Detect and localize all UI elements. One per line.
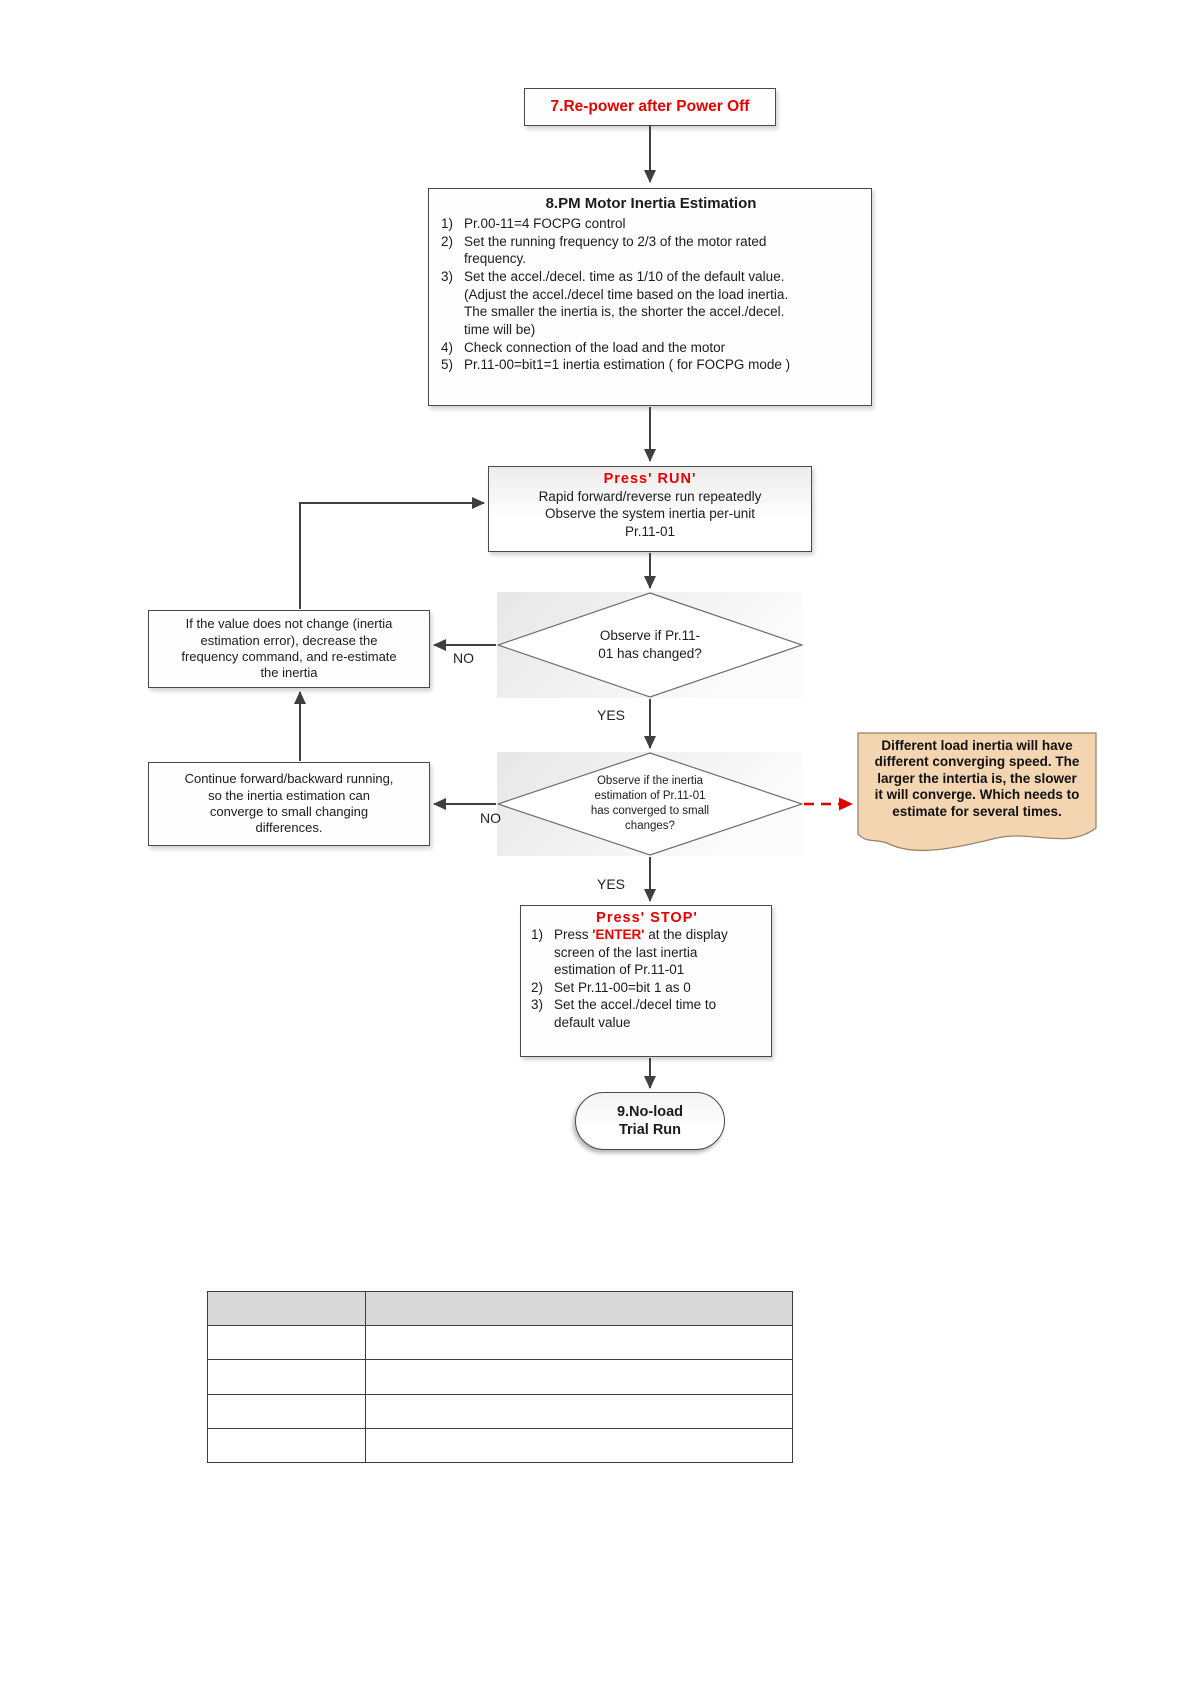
step7-repower-box: 7.Re-power after Power Off [524, 88, 776, 126]
decision-inertia-converged: Observe if the inertia estimation of Pr.… [497, 752, 803, 856]
decision-pr1101-changed: Observe if Pr.11- 01 has changed? [497, 592, 803, 698]
table-header-cell-1 [207, 1290, 366, 1327]
press-stop-title: Press' STOP' [596, 910, 698, 926]
step8-item-2: 2) Set the running frequency to 2/3 of t… [441, 233, 767, 267]
stop-item-2: 2) Set Pr.11-00=bit 1 as 0 [531, 979, 691, 995]
table-cell [207, 1427, 366, 1464]
branch-label-yes-1: YES [597, 707, 626, 723]
step9-noload-trial-run-terminal: 9.No-load Trial Run [575, 1092, 725, 1150]
connector-retry-to-run [299, 497, 485, 609]
note-shape [857, 732, 1097, 852]
bottom-table [207, 1290, 793, 1464]
table-cell [207, 1393, 366, 1429]
branch-label-no-2: NO [480, 810, 501, 826]
stop-item-1: 1) Press 'ENTER' at the display screen o… [531, 927, 728, 978]
enter-key-highlight: 'ENTER' [592, 927, 645, 942]
step8-item-5: 5) Pr.11-00=bit1=1 inertia estimation ( … [441, 357, 791, 373]
step8-item-3: 3) Set the accel./decel. time as 1/10 of… [441, 269, 789, 338]
table-row [207, 1427, 793, 1464]
branch-label-yes-2: YES [597, 876, 626, 892]
continue-running-box: Continue forward/backward running, so th… [148, 762, 430, 846]
stop-item1-pre: Press [554, 927, 593, 942]
press-run-body: Rapid forward/reverse run repeatedly Obs… [538, 489, 762, 539]
table-cell [207, 1325, 366, 1361]
branch-label-no-1: NO [453, 650, 474, 666]
step7-title: 7.Re-power after Power Off [550, 98, 750, 115]
decision2-text: Observe if the inertia estimation of Pr.… [590, 774, 710, 833]
load-inertia-note: Different load inertia will have differe… [857, 732, 1097, 862]
table-cell [365, 1427, 793, 1464]
table-header-cell-2 [365, 1290, 793, 1327]
press-run-title: Press' RUN' [603, 471, 697, 487]
table-row [207, 1393, 793, 1429]
table-row [207, 1325, 793, 1361]
decision1-text: Observe if Pr.11- 01 has changed? [598, 628, 702, 661]
table-cell [365, 1325, 793, 1361]
retry-estimation-box: If the value does not change (inertia es… [148, 610, 430, 688]
press-run-box: Press' RUN' Rapid forward/reverse run re… [488, 466, 812, 552]
step8-item-1: 1) Pr.00-11=4 FOCPG control [441, 216, 626, 231]
step8-title: 8.PM Motor Inertia Estimation [545, 195, 757, 212]
step8-item-4: 4) Check connection of the load and the … [441, 339, 726, 355]
diamond-shape [497, 592, 803, 698]
table-row [207, 1359, 793, 1395]
note-text: Different load inertia will have differe… [874, 738, 1080, 819]
table-cell [365, 1393, 793, 1429]
step8-inertia-estimation-box: 8.PM Motor Inertia Estimation 1) Pr.00-1… [428, 188, 872, 406]
stop-item1-post: at the display screen of the last inerti… [554, 927, 728, 978]
table-cell [365, 1359, 793, 1395]
diamond-shape [497, 752, 803, 856]
stop-item-3: 3) Set the accel./decel time to default … [531, 997, 717, 1030]
press-stop-box: Press' STOP' 1) Press 'ENTER' at the dis… [520, 905, 772, 1057]
table-header-row [207, 1290, 793, 1327]
table-cell [207, 1359, 366, 1395]
